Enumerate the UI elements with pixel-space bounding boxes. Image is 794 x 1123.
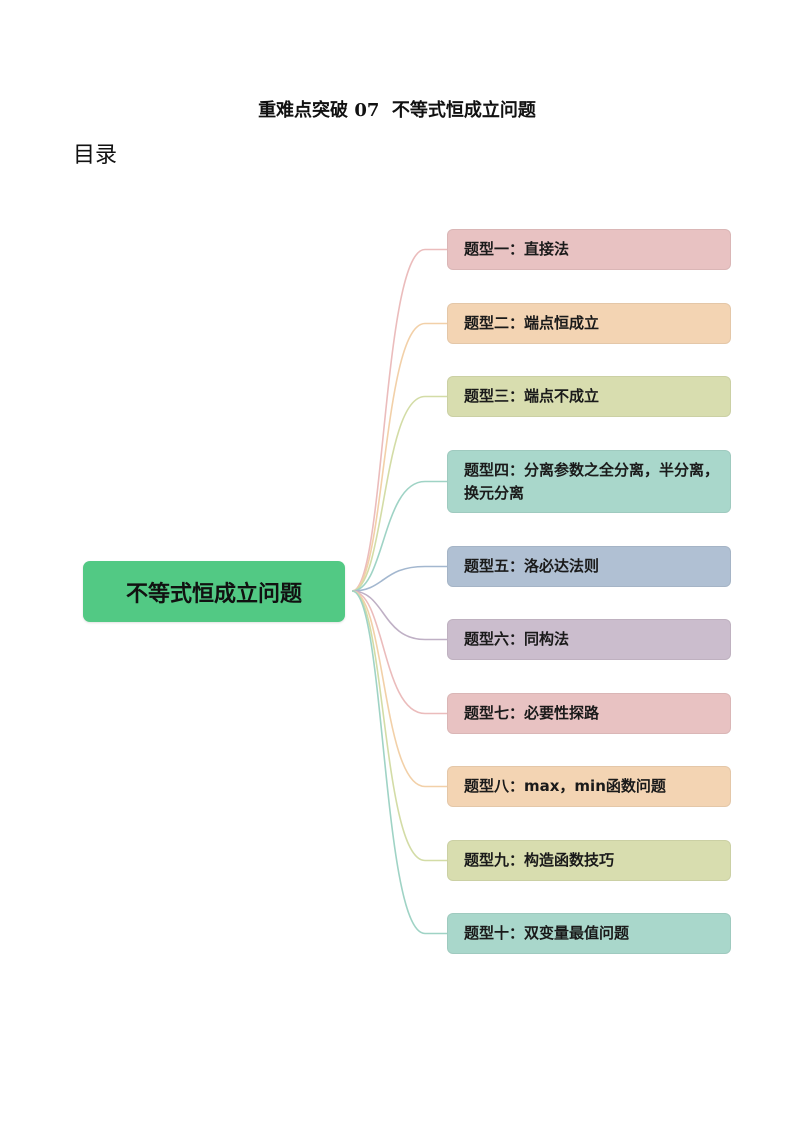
branch-node-label: 题型二：端点恒成立: [464, 314, 600, 332]
connector-line: [351, 590, 447, 715]
connector-line: [351, 590, 447, 935]
branch-node-label: 题型七：必要性探路: [464, 704, 600, 722]
connector-line: [351, 322, 447, 592]
mindmap-branch-node: 题型十：双变量最值问题: [447, 913, 731, 954]
mindmap-branch-node: 题型八：max，min函数问题: [447, 766, 731, 807]
connector-line: [351, 590, 447, 788]
branch-node-label: 题型四：分离参数之全分离，半分离，换元分离: [464, 460, 720, 502]
mindmap-branch-node: 题型三：端点不成立: [447, 376, 731, 417]
mindmap-branch-node: 题型七：必要性探路: [447, 693, 731, 734]
branch-node-label: 题型一：直接法: [464, 240, 570, 258]
branch-node-label: 题型八：max，min函数问题: [464, 777, 666, 795]
branch-node-label: 题型三：端点不成立: [464, 387, 600, 405]
root-node-label: 不等式恒成立问题: [125, 581, 302, 607]
mindmap-branch-node: 题型一：直接法: [447, 229, 731, 270]
toc-heading: 目录: [73, 143, 118, 168]
branch-node-label: 题型六：同构法: [464, 630, 570, 648]
connector-line: [351, 480, 447, 592]
branch-node-label: 题型五：洛必达法则: [464, 557, 600, 575]
connector-line: [351, 565, 447, 592]
branch-node-label: 题型九：构造函数技巧: [464, 851, 615, 869]
branch-node-label: 题型十：双变量最值问题: [464, 924, 630, 942]
mindmap-branch-node: 题型九：构造函数技巧: [447, 840, 731, 881]
connector-line: [351, 590, 447, 862]
connector-line: [351, 395, 447, 592]
mindmap-branch-node: 题型二：端点恒成立: [447, 303, 731, 344]
connector-line: [351, 590, 447, 641]
mindmap-root-node: 不等式恒成立问题: [83, 561, 345, 622]
connector-line: [351, 248, 447, 592]
mindmap-branch-node: 题型五：洛必达法则: [447, 546, 731, 587]
mindmap-branch-node: 题型六：同构法: [447, 619, 731, 660]
document-title: 重难点突破 07 不等式恒成立问题: [258, 100, 536, 121]
mindmap-branch-node: 题型四：分离参数之全分离，半分离，换元分离: [447, 450, 731, 513]
